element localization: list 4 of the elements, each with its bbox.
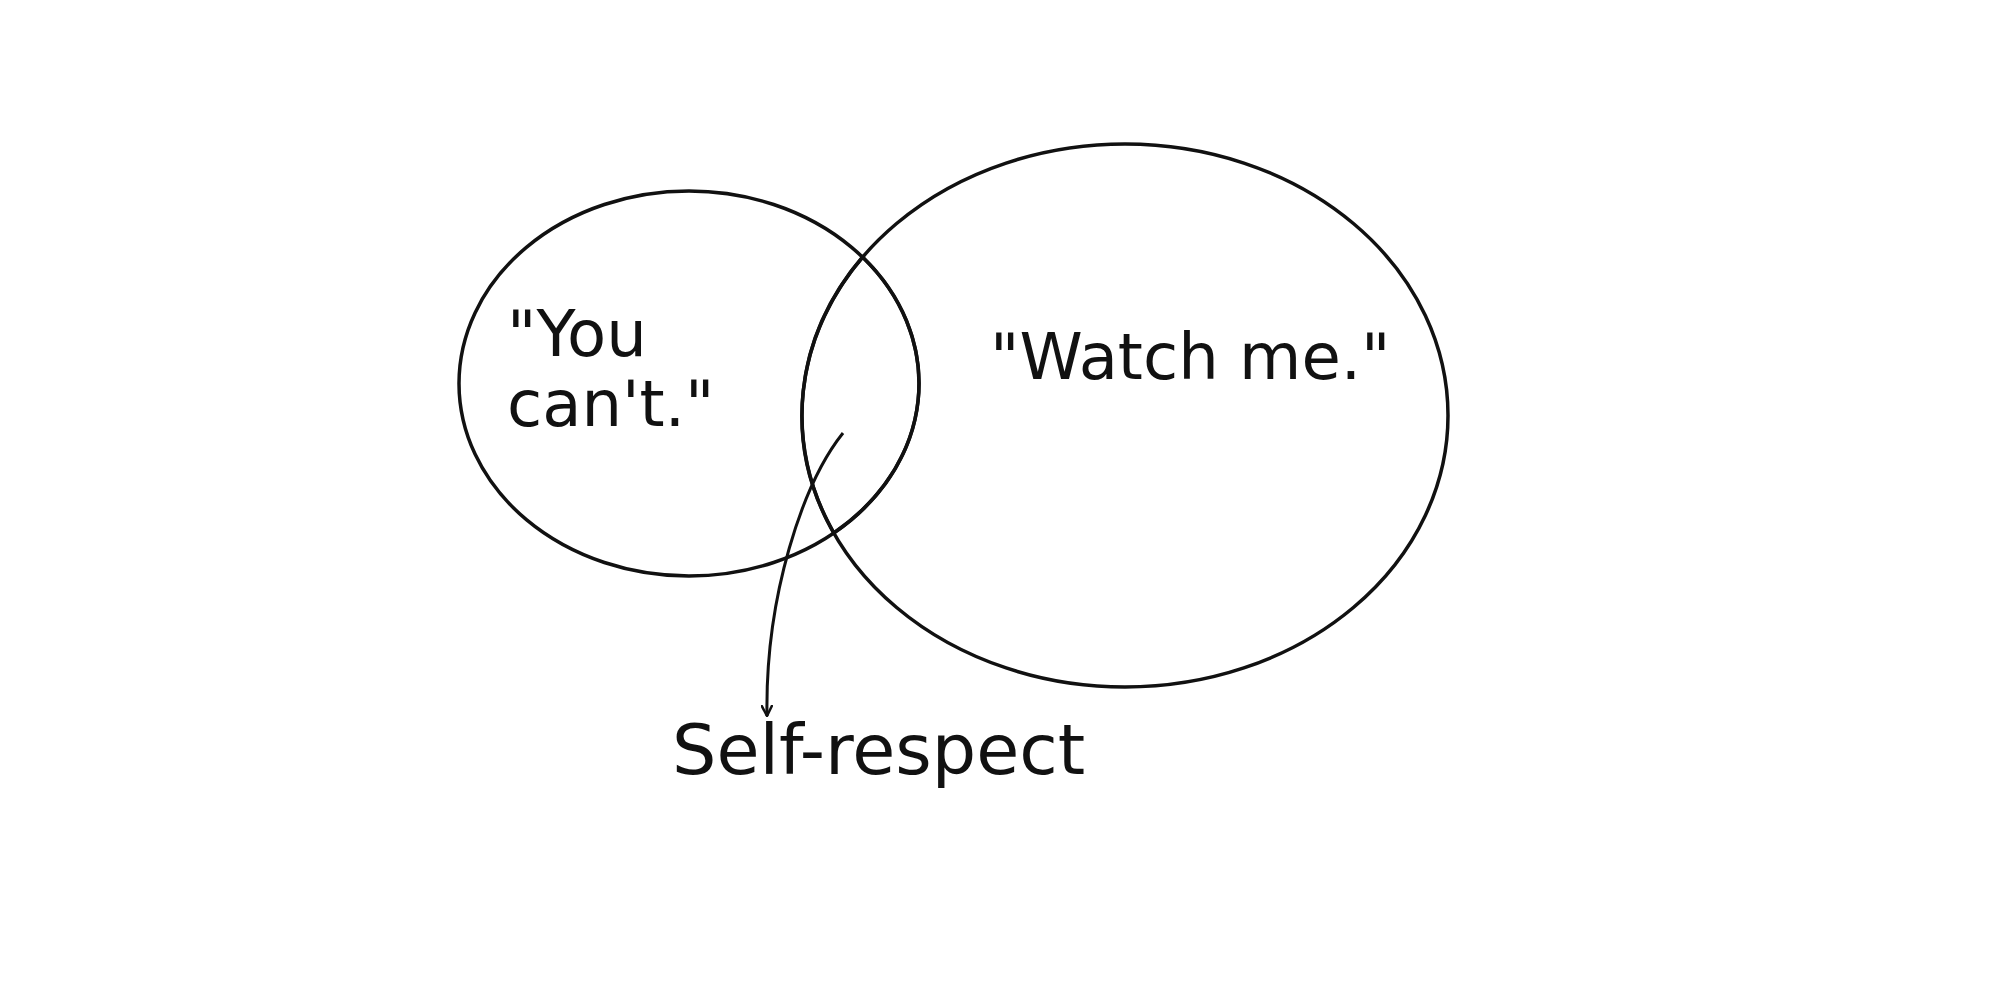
leader-arrow	[760, 432, 845, 718]
quote-text: "Watch me."	[990, 322, 1391, 393]
quote-text: "You can't."	[507, 299, 716, 440]
caption-label: Self-respect	[672, 712, 1086, 789]
